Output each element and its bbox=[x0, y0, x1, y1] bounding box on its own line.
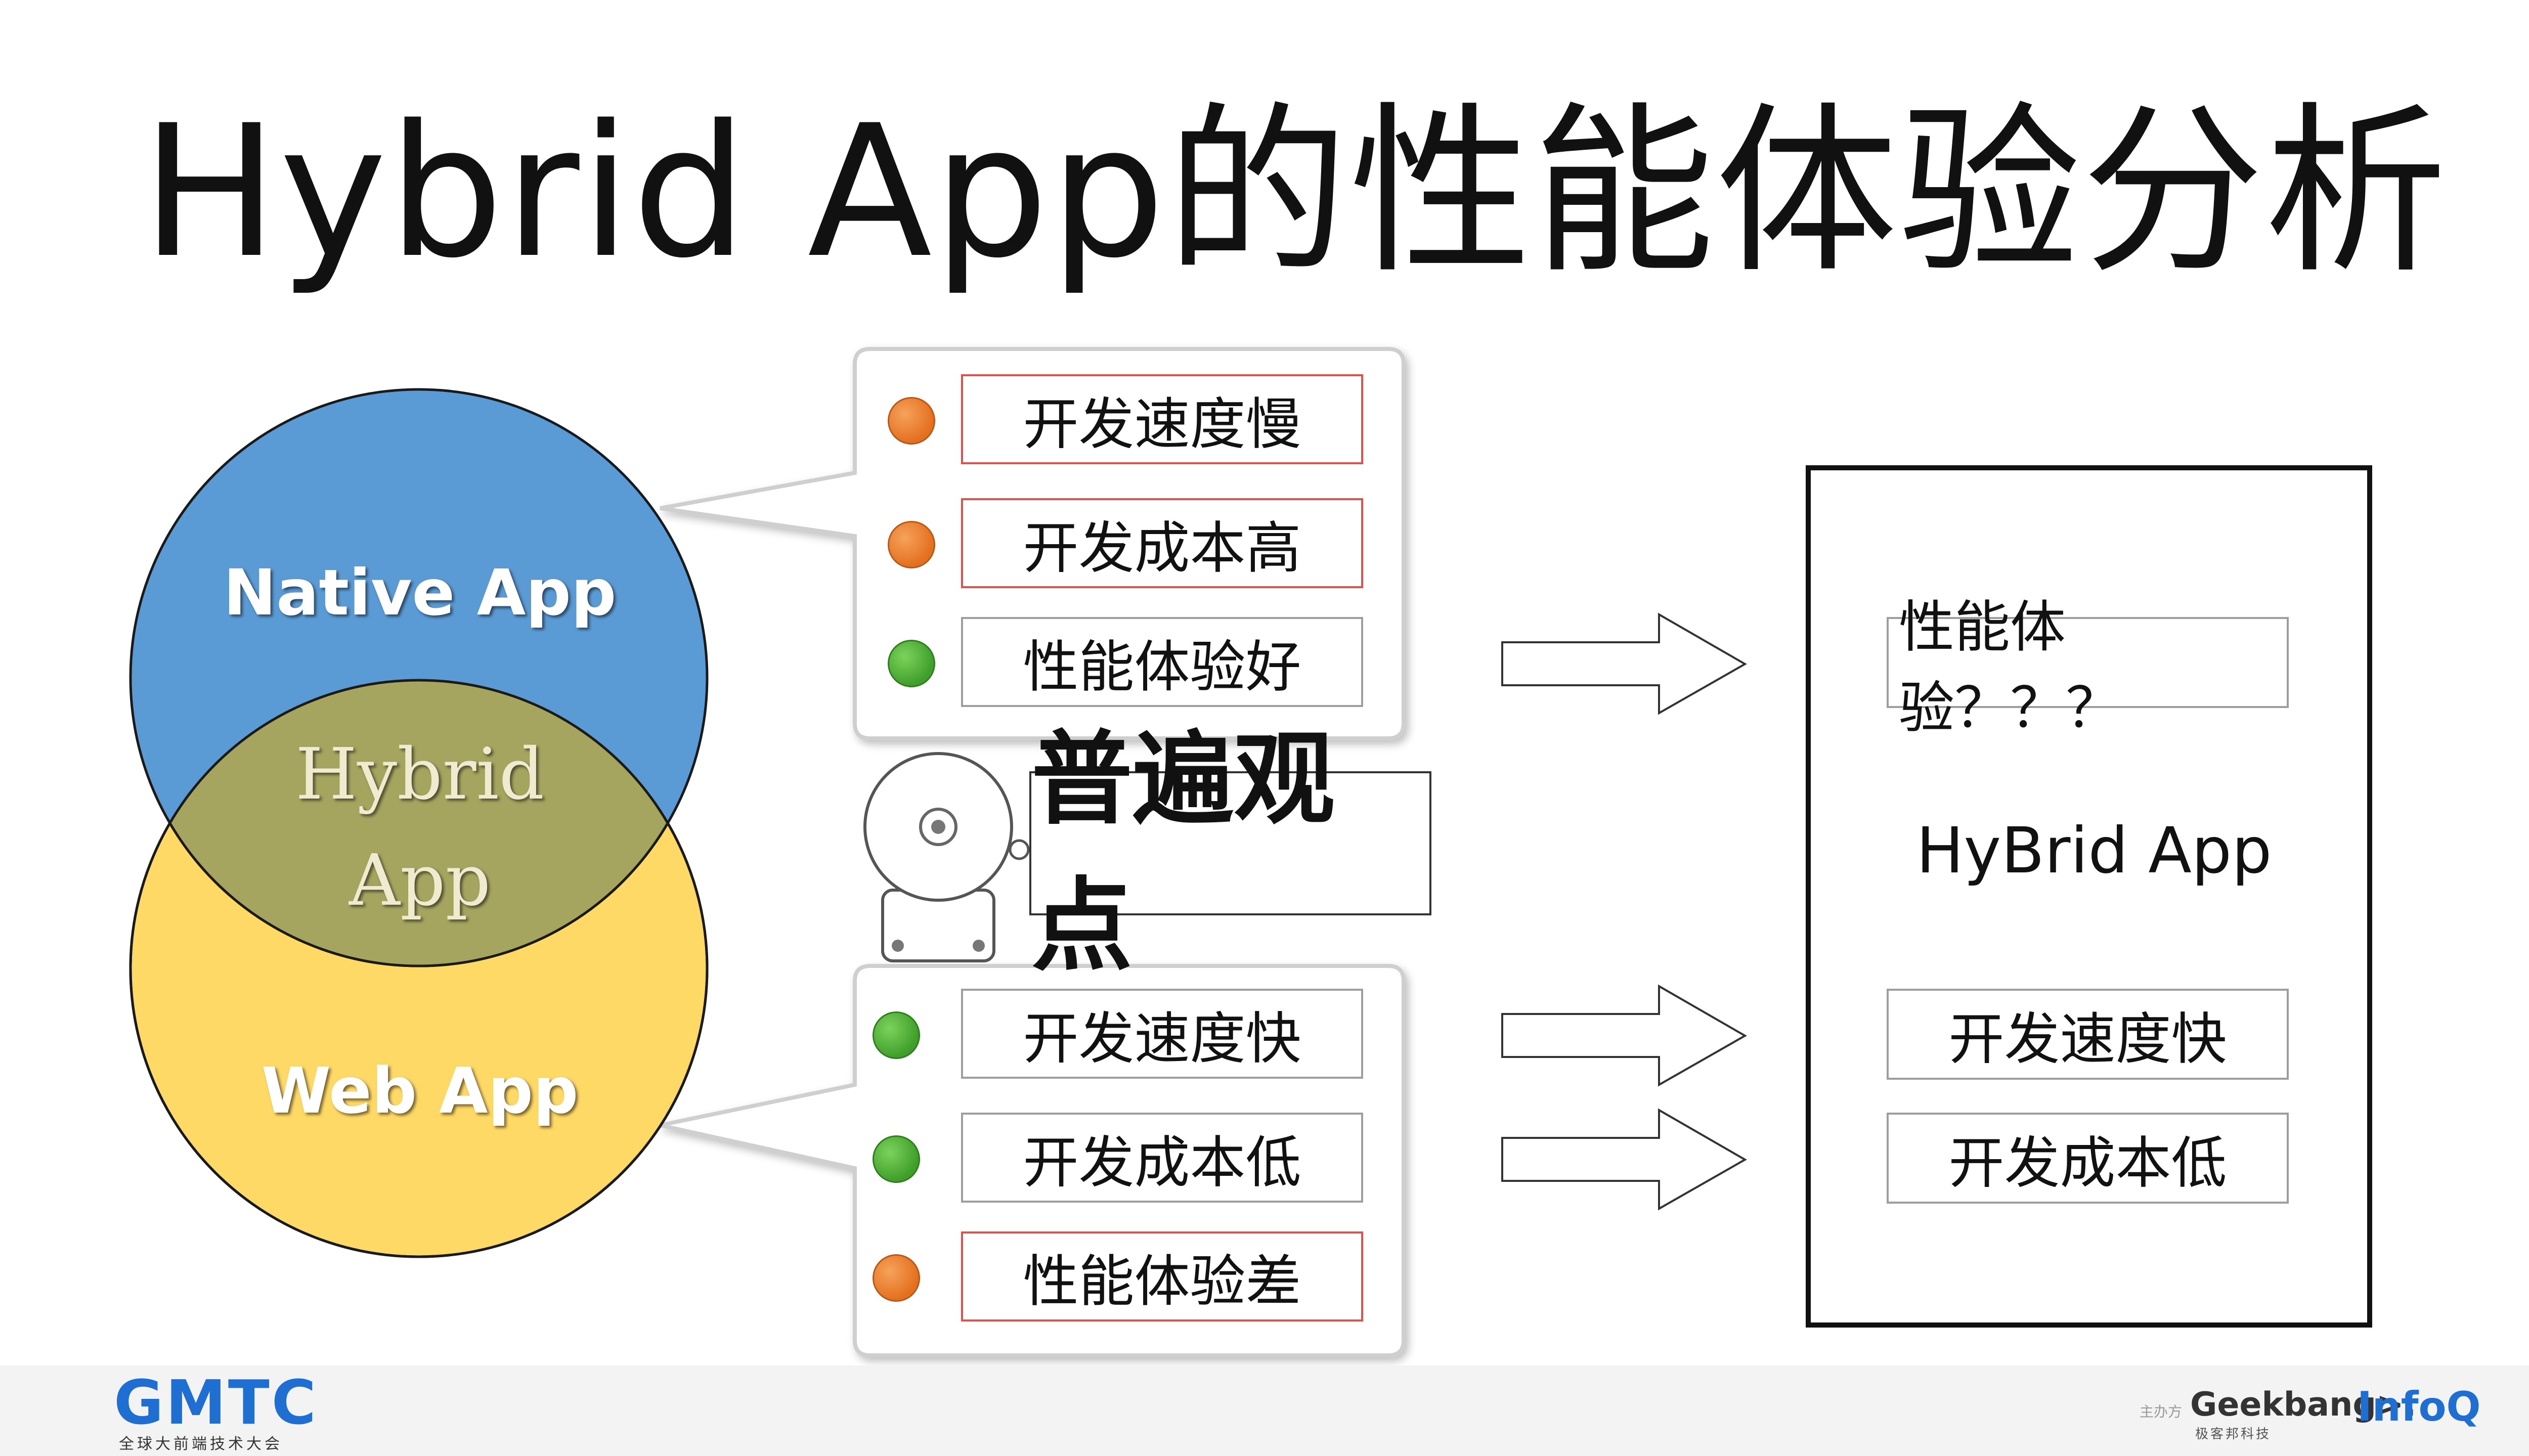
web-app-label: Web App bbox=[261, 1054, 579, 1128]
hybrid-cost: 开发成本低 bbox=[1887, 1113, 2289, 1204]
hybrid-overlap bbox=[130, 680, 707, 966]
gmtc-subtitle: 全球大前端技术大会 bbox=[119, 1435, 283, 1453]
native-item-speed: 开发速度慢 bbox=[961, 374, 1363, 464]
status-dot-green bbox=[888, 640, 935, 687]
geekbang-subtitle: 极客邦科技 bbox=[2195, 1427, 2272, 1442]
native-app-label: Native App bbox=[223, 556, 617, 630]
hybrid-performance: 性能体验？？？ bbox=[1887, 595, 2289, 740]
status-dot-orange bbox=[888, 397, 935, 445]
footer-bar bbox=[0, 1365, 2529, 1456]
arrow-right-top bbox=[1501, 612, 1748, 715]
hybrid-app-name: HyBrid App bbox=[1916, 814, 2272, 888]
web-item-cost: 开发成本低 bbox=[961, 1113, 1363, 1203]
native-item-cost: 开发成本高 bbox=[961, 498, 1363, 588]
gmtc-logo: GMTC bbox=[114, 1368, 318, 1438]
hybrid-app-label-line2: App bbox=[348, 840, 491, 922]
hybrid-app-label-line1: Hybrid bbox=[295, 733, 545, 816]
infoq-logo: InfoQ bbox=[2357, 1383, 2481, 1430]
native-item-performance: 性能体验好 bbox=[961, 617, 1363, 707]
organizer-label: 主办方 bbox=[2140, 1403, 2183, 1420]
geekbang-logo: Geekbang>. bbox=[2190, 1386, 2417, 1424]
common-view-label: 普遍观点 bbox=[1029, 721, 1431, 985]
status-dot-green bbox=[873, 1135, 920, 1183]
status-dot-orange bbox=[888, 521, 935, 568]
slide-title: Hybrid App的性能体验分析 bbox=[141, 86, 2448, 298]
arrow-right-bottom bbox=[1501, 1108, 1748, 1211]
arrow-right-middle bbox=[1501, 984, 1748, 1087]
web-item-speed: 开发速度快 bbox=[961, 989, 1363, 1079]
bell-icon bbox=[863, 752, 1030, 962]
hybrid-speed: 开发速度快 bbox=[1887, 989, 2289, 1080]
status-dot-orange bbox=[873, 1254, 920, 1302]
status-dot-green bbox=[873, 1011, 920, 1059]
web-item-performance: 性能体验差 bbox=[961, 1231, 1363, 1321]
